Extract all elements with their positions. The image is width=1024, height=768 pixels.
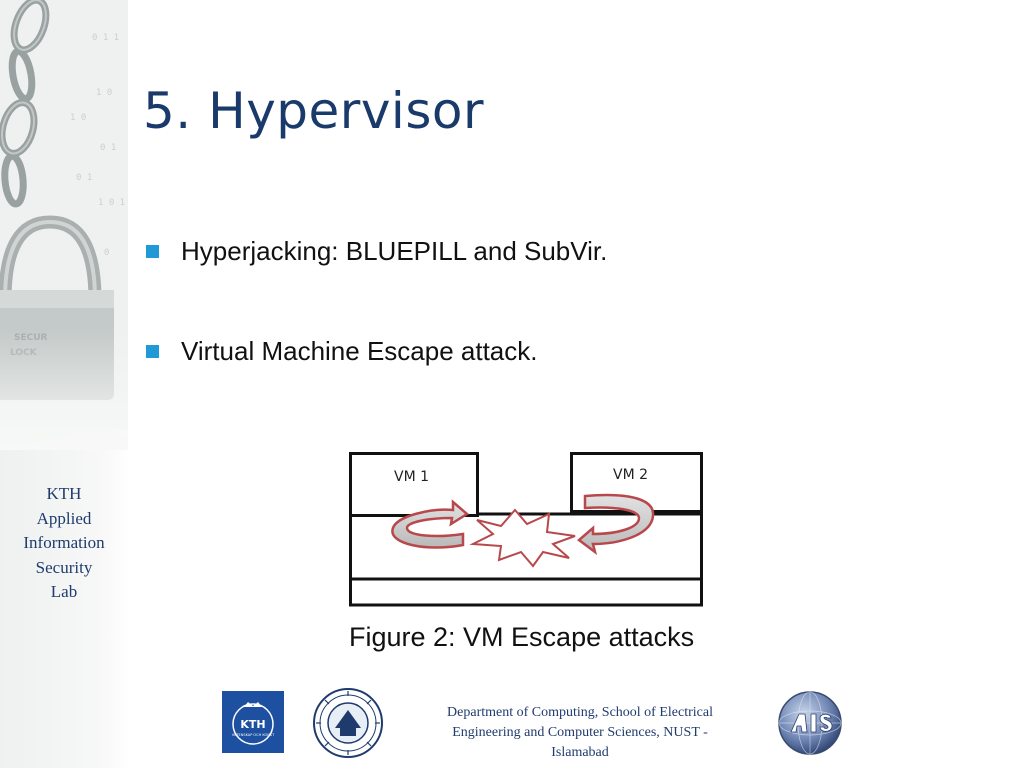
bullet-list: Hyperjacking: BLUEPILL and SubVir. Virtu… (144, 228, 607, 374)
bullet-item: Hyperjacking: BLUEPILL and SubVir. (144, 228, 607, 274)
svg-text:0 1 1: 0 1 1 (92, 33, 119, 43)
kth-logo-text: KTH (240, 718, 265, 731)
decorative-sidebar: 0 1 1 1 0 0 1 1 0 1 0 1 0 0 1 SECUR LOCK (0, 0, 128, 768)
square-bullet-icon (146, 245, 159, 258)
ais-globe-logo (778, 691, 842, 755)
vm-escape-diagram: VM 1 VM 2 (349, 452, 703, 607)
slide-title: 5. Hypervisor (143, 82, 485, 140)
left-swirl-arrow-icon (391, 499, 470, 549)
figure-caption: Figure 2: VM Escape attacks (349, 622, 695, 652)
svg-text:1 0 1: 1 0 1 (98, 198, 125, 208)
svg-text:1 0: 1 0 (70, 113, 86, 123)
right-swirl-arrow-icon (577, 493, 655, 556)
vm1-label: VM 1 (394, 469, 429, 485)
bullet-text: Virtual Machine Escape attack. (181, 336, 538, 366)
square-bullet-icon (146, 345, 159, 358)
sidebar-fade (0, 330, 128, 450)
svg-text:0: 0 (104, 248, 109, 258)
svg-text:1 0: 1 0 (96, 88, 112, 98)
escape-burst-icon (469, 508, 576, 568)
department-line: Engineering and Computer Sciences, NUST … (452, 725, 708, 740)
lab-name-line: Security (35, 557, 93, 577)
department-line: Department of Computing, School of Elect… (447, 705, 713, 720)
vm2-label: VM 2 (613, 467, 648, 483)
lab-name-line: Lab (50, 582, 78, 601)
lab-name-line: KTH (46, 484, 82, 503)
lab-name-line: Information (23, 533, 105, 552)
department-info: Department of Computing, School of Elect… (412, 703, 748, 763)
lab-name: KTH Applied Information Security Lab (0, 482, 128, 605)
bullet-text: Hyperjacking: BLUEPILL and SubVir. (181, 236, 608, 266)
svg-text:0 1: 0 1 (100, 143, 116, 153)
lab-name-line: Applied (36, 508, 92, 528)
ais-logo-mark (790, 713, 833, 733)
svg-text:0 1: 0 1 (76, 173, 92, 183)
kth-logo-subtext: VETENSKAP OCH KONST (232, 733, 275, 737)
department-line: Islamabad (551, 745, 609, 760)
kth-logo: KTH VETENSKAP OCH KONST (222, 691, 284, 753)
nust-seal-logo (313, 688, 383, 758)
bullet-item: Virtual Machine Escape attack. (144, 328, 607, 374)
